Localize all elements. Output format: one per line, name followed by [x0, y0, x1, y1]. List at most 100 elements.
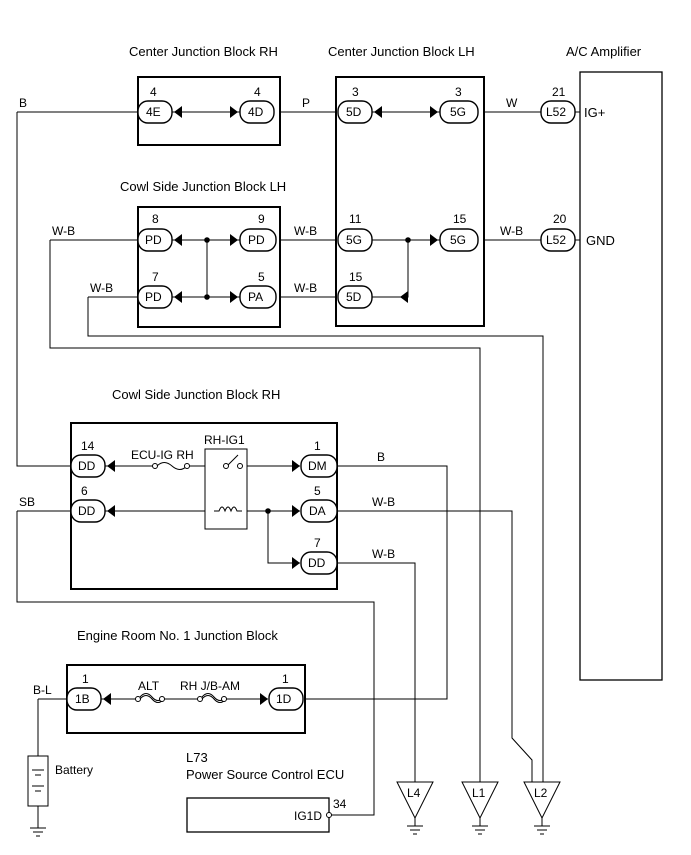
- connector-pd-8: 8 PD: [137, 212, 182, 252]
- wire-label: SB: [19, 495, 35, 509]
- splice-dot: [265, 508, 271, 514]
- connector-pin: 11: [349, 212, 362, 226]
- splice-dot: [204, 237, 210, 243]
- ground-l4-icon: L4: [396, 781, 434, 835]
- connector-pin: 6: [81, 484, 88, 498]
- connector-da-5: 5 DA: [292, 484, 338, 523]
- connector-code: 5G: [450, 233, 466, 247]
- connector-5d-top: 3 5D: [337, 85, 382, 124]
- fuse-rh-jb-am: RH J/B-AM: [180, 679, 240, 703]
- connector-5g-15: 15 5G: [430, 212, 479, 252]
- connector-code: 5G: [450, 105, 466, 119]
- connector-pin: 7: [152, 270, 159, 284]
- wire-label: W-B: [90, 281, 113, 295]
- connector-code: 5G: [346, 233, 362, 247]
- connector-pin: 3: [455, 85, 462, 99]
- ecu-name: Power Source Control ECU: [186, 767, 344, 782]
- ac-amplifier-title: A/C Amplifier: [566, 44, 642, 59]
- connector-code: 4D: [248, 105, 264, 119]
- wire-label: P: [302, 96, 310, 110]
- battery-label: Battery: [55, 763, 93, 777]
- ig1d-terminal-dot: [326, 812, 332, 818]
- connector-pin: 7: [314, 536, 321, 550]
- fuse-alt: ALT: [135, 679, 165, 703]
- connector-code: DA: [309, 504, 326, 518]
- wire-label: B: [377, 450, 385, 464]
- splice-dot: [405, 237, 411, 243]
- wire-label: W-B: [52, 224, 75, 238]
- connector-pin: 15: [349, 270, 363, 284]
- connector-code: 5D: [346, 290, 362, 304]
- battery-icon: Battery: [27, 755, 93, 807]
- connector-1d: 1 1D: [260, 672, 304, 711]
- ecu-code: L73: [186, 750, 208, 765]
- ground-l1-icon: L1: [461, 781, 499, 835]
- connector-code: DM: [308, 459, 327, 473]
- connector-code: 1D: [276, 692, 292, 706]
- connector-pin: 5: [314, 484, 321, 498]
- connector-4d: 4 4D: [230, 85, 275, 124]
- connector-pd-9: 9 PD: [230, 212, 277, 252]
- connector-1b: 1 1B: [66, 672, 111, 711]
- wire-label: W-B: [500, 224, 523, 238]
- ground-label: L4: [407, 786, 421, 800]
- connector-pin: 14: [81, 439, 95, 453]
- connector-pin: 3: [352, 85, 359, 99]
- connector-pin: 1: [314, 439, 321, 453]
- terminal-ig-plus: IG+: [584, 105, 605, 120]
- connector-pin: 4: [254, 85, 261, 99]
- connector-code: 1B: [75, 692, 90, 706]
- cowl-lh-title: Cowl Side Junction Block LH: [120, 179, 286, 194]
- connector-5g-top: 3 5G: [430, 85, 479, 124]
- connector-pin: 21: [552, 85, 566, 99]
- connector-code: DD: [308, 556, 326, 570]
- ecu-box: [186, 797, 330, 833]
- connector-dd-6: 6 DD: [70, 484, 115, 523]
- connector-pd-7: 7 PD: [137, 270, 182, 309]
- connector-dd-7: 7 DD: [292, 536, 338, 575]
- center-jb-rh-title: Center Junction Block RH: [129, 44, 278, 59]
- ground-l2-icon: L2: [523, 781, 561, 835]
- ground-label: L1: [472, 786, 486, 800]
- connector-code: PD: [145, 290, 162, 304]
- wire-label: W-B: [294, 281, 317, 295]
- relay-rh-ig1: RH-IG1: [204, 433, 248, 530]
- connector-pin: 20: [553, 212, 567, 226]
- wires: [16, 111, 580, 828]
- wire-label: B-L: [33, 683, 52, 697]
- connector-pa-5: 5 PA: [230, 270, 277, 309]
- terminal-gnd: GND: [586, 233, 615, 248]
- cowl-rh-title: Cowl Side Junction Block RH: [112, 387, 280, 402]
- ac-amplifier-box: [579, 71, 663, 681]
- connector-dd-14: 14 DD: [70, 439, 115, 478]
- center-jb-lh-title: Center Junction Block LH: [328, 44, 475, 59]
- connector-pin: 15: [453, 212, 467, 226]
- relay-label: RH-IG1: [204, 433, 245, 447]
- connector-pin: 1: [82, 672, 89, 686]
- connector-code: PD: [145, 233, 162, 247]
- terminal-ig1d-pin: 34: [333, 797, 347, 811]
- wire-label: B: [19, 96, 27, 110]
- connector-pin: 4: [150, 85, 157, 99]
- connector-pin: 8: [152, 212, 159, 226]
- connector-code: 4E: [146, 105, 161, 119]
- fuse-ecu-ig-rh: ECU-IG RH: [131, 448, 194, 470]
- wire-label: W-B: [372, 547, 395, 561]
- connector-l52-ig: 21 L52: [540, 85, 576, 124]
- connector-code: L52: [546, 105, 566, 119]
- connector-pin: 1: [282, 672, 289, 686]
- connector-code: L52: [546, 233, 566, 247]
- connector-pin: 9: [258, 212, 265, 226]
- connector-code: 5D: [346, 105, 362, 119]
- connector-code: PD: [248, 233, 265, 247]
- splice-dot: [204, 294, 210, 300]
- ground-battery-icon: [30, 827, 46, 837]
- wire-label: W-B: [372, 495, 395, 509]
- connector-dm-1: 1 DM: [292, 439, 338, 478]
- fuse-label: RH J/B-AM: [180, 679, 240, 693]
- connector-l52-gnd: 20 L52: [540, 212, 576, 252]
- connector-5d-15: 15 5D: [337, 270, 408, 309]
- connector-4e: 4 4E: [137, 85, 182, 124]
- fuse-label: ALT: [138, 679, 160, 693]
